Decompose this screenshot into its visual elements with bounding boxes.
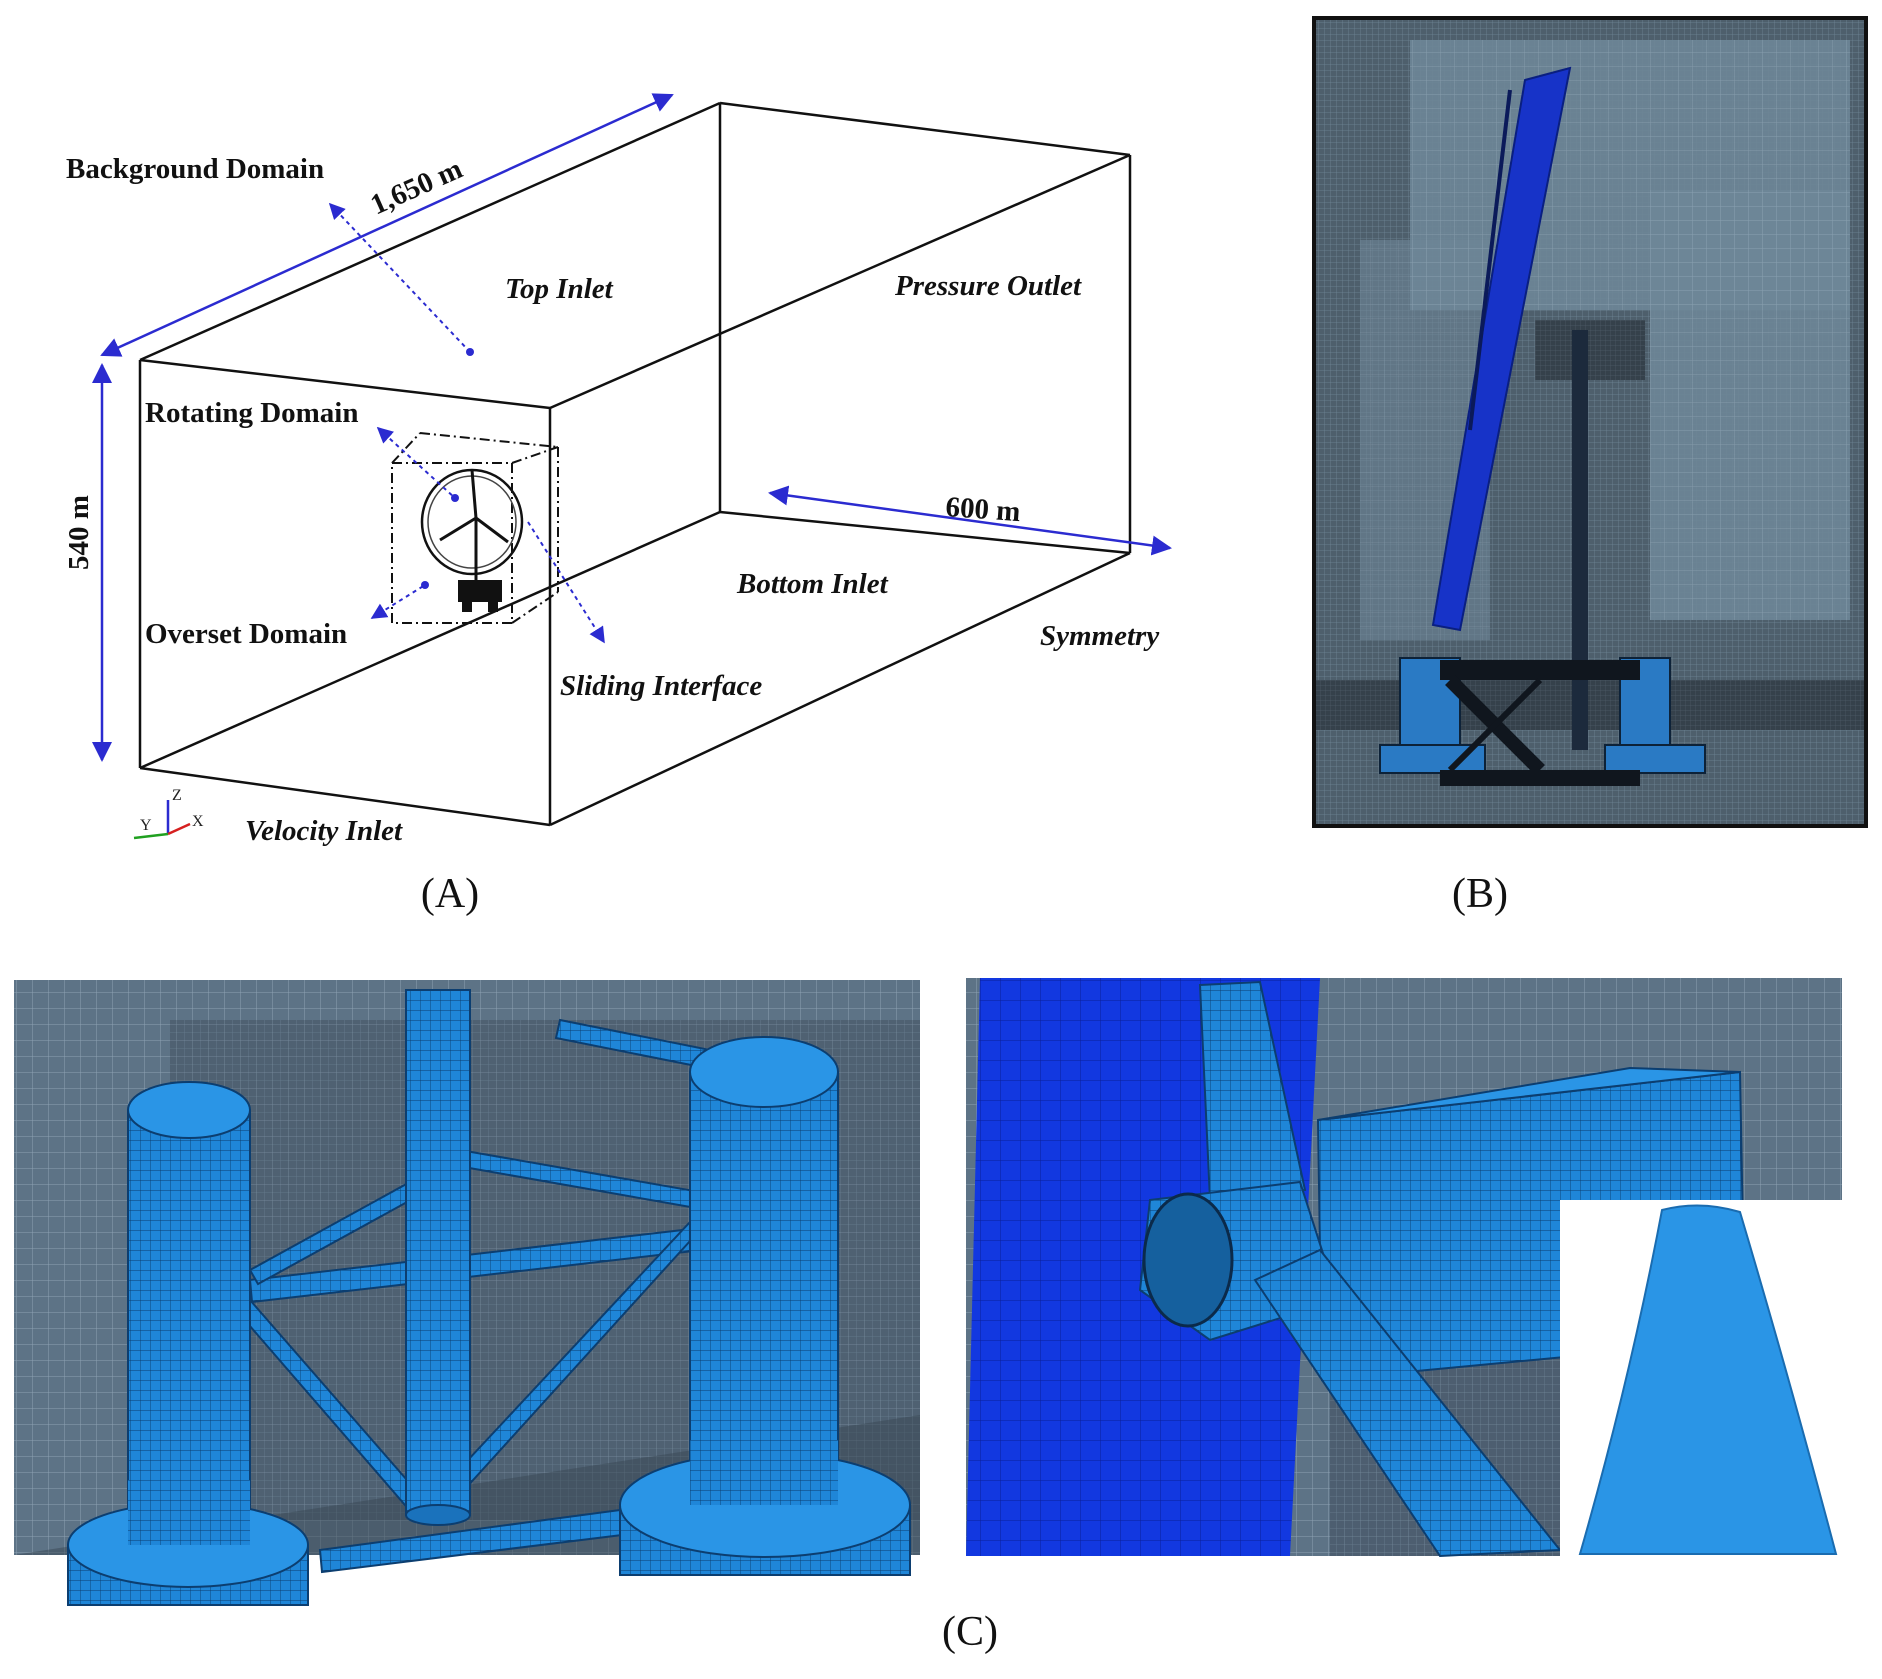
panel-c-mesh-detail — [0, 960, 1882, 1674]
domain-box-diagram: Background Domain 1,650 m Top Inlet Pres… — [63, 93, 1172, 847]
platform-mesh-view — [14, 980, 920, 1606]
leader-lines — [328, 202, 605, 644]
top-inlet-label: Top Inlet — [505, 273, 614, 305]
inset-blade-tip — [1578, 1204, 1838, 1555]
height-dimension-label: 540 m — [63, 495, 95, 570]
background-domain-label: Background Domain — [66, 153, 324, 185]
dimension-lines — [92, 93, 1172, 762]
nacelle-mesh-view — [966, 978, 1842, 1558]
mesh-side-view — [1312, 16, 1868, 828]
rotating-domain-label: Rotating Domain — [145, 397, 358, 429]
bottom-inlet-label: Bottom Inlet — [736, 568, 889, 600]
axis-y-label: Y — [140, 817, 152, 834]
rotor-sketch — [420, 468, 524, 612]
panel-a-domain-sketch: Background Domain 1,650 m Top Inlet Pres… — [0, 0, 1250, 880]
overset-domain-label: Overset Domain — [145, 618, 347, 650]
pressure-outlet-label: Pressure Outlet — [894, 270, 1082, 302]
axis-z-label: Z — [172, 787, 182, 804]
mesh-detail-views — [14, 978, 1842, 1606]
domain-box-edges — [138, 101, 1132, 827]
overset-domain-box — [391, 432, 559, 624]
blade-shape — [1431, 66, 1572, 632]
velocity-inlet-label: Velocity Inlet — [245, 815, 403, 847]
caption-a: (A) — [420, 871, 480, 917]
caption-c: (C) — [942, 1609, 998, 1655]
axis-x-label: X — [192, 813, 204, 830]
width-dimension-label: 600 m — [945, 491, 1022, 528]
caption-b: (B) — [1452, 871, 1508, 917]
leader-dots — [421, 348, 474, 589]
panel-b-mesh-view — [1300, 10, 1882, 910]
sliding-interface-label: Sliding Interface — [560, 670, 762, 702]
symmetry-label: Symmetry — [1040, 620, 1159, 652]
axis-triad: Z Y X — [133, 787, 204, 840]
